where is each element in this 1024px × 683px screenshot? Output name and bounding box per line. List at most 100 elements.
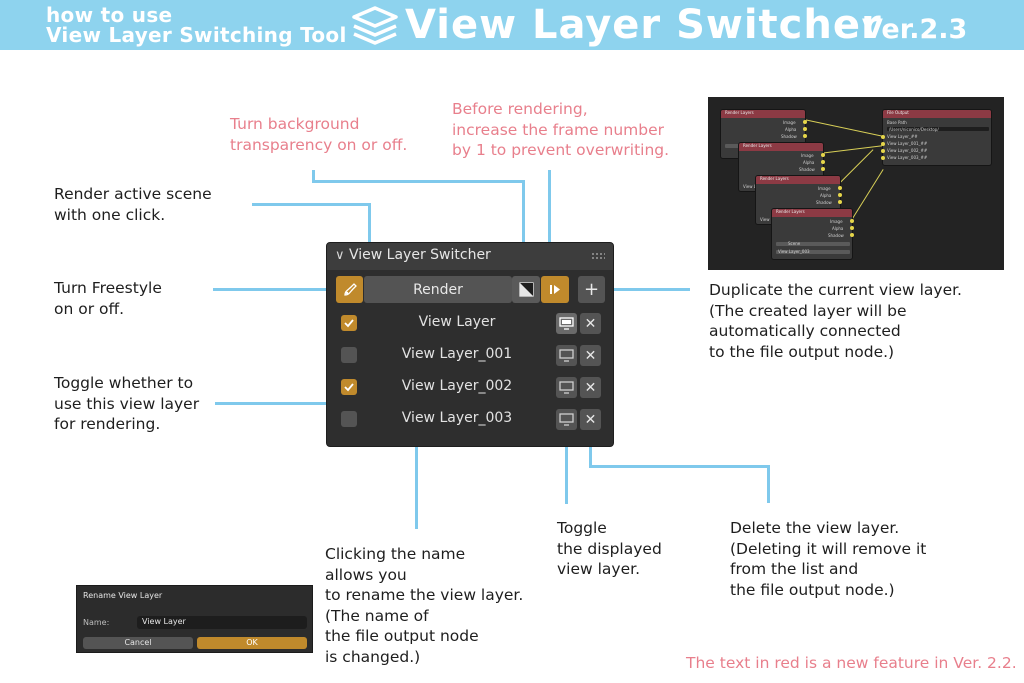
frame-increment-button[interactable] xyxy=(541,276,569,303)
note-frame-increment: Before rendering, increase the frame num… xyxy=(452,100,670,159)
layers-logo-icon xyxy=(352,6,398,45)
panel-header[interactable]: ∨ View Layer Switcher xyxy=(327,243,613,270)
node-socket xyxy=(850,226,854,230)
connector-render xyxy=(368,203,371,276)
node-field xyxy=(776,250,850,254)
close-icon: ✕ xyxy=(584,379,597,396)
node-scene-label: Scene xyxy=(788,241,801,246)
node-title: Render Layers xyxy=(743,143,772,148)
node-socket xyxy=(838,200,842,204)
node-socket xyxy=(803,134,807,138)
node-base-path-label: Base Path xyxy=(887,120,907,125)
node-socket xyxy=(821,167,825,171)
node-input-label: View Layer_001_## xyxy=(887,141,928,146)
node-socket xyxy=(850,219,854,223)
node-title: File Output xyxy=(887,110,909,115)
note-render: Render active scene with one click. xyxy=(54,185,212,224)
node-socket xyxy=(881,149,885,153)
use-for-render-checkbox[interactable] xyxy=(341,379,357,395)
dialog-ok-button[interactable]: OK xyxy=(197,637,307,649)
node-title: Render Layers xyxy=(760,176,789,181)
dialog-title: Rename View Layer xyxy=(83,591,163,600)
node-socket xyxy=(803,120,807,124)
delete-layer-button[interactable]: ✕ xyxy=(580,377,601,398)
node-field xyxy=(776,242,850,246)
connector-render xyxy=(252,203,370,206)
node-field xyxy=(887,127,989,131)
freestyle-toggle-button[interactable] xyxy=(336,276,363,303)
connector-delete xyxy=(589,432,592,468)
node-socket xyxy=(838,193,842,197)
frame-step-icon xyxy=(549,285,560,294)
close-icon: ✕ xyxy=(584,411,597,428)
node-wire xyxy=(803,119,886,138)
checkmark-icon xyxy=(344,383,354,392)
node-output-label: Shadow xyxy=(816,200,832,205)
node-wire xyxy=(836,149,874,187)
note-toggle-render: Toggle whether to use this view layer fo… xyxy=(54,374,200,433)
monitor-icon xyxy=(559,349,574,362)
node-title: Render Layers xyxy=(725,110,754,115)
display-layer-toggle[interactable] xyxy=(556,409,577,430)
header-version: Ver.2.3 xyxy=(862,14,968,45)
use-for-render-checkbox[interactable] xyxy=(341,411,357,427)
connector-rename xyxy=(415,447,418,529)
add-view-layer-button[interactable]: + xyxy=(578,276,605,303)
use-for-render-checkbox[interactable] xyxy=(341,347,357,363)
node-output-label: Shadow xyxy=(799,167,815,172)
note-duplicate: Duplicate the current view layer. (The c… xyxy=(709,281,962,361)
close-icon: ✕ xyxy=(584,315,597,332)
node-socket xyxy=(838,186,842,190)
transparency-toggle-button[interactable] xyxy=(512,276,540,303)
node-editor-screenshot: Render Layers Image Alpha Shadow View La… xyxy=(708,97,1004,270)
rename-view-layer-dialog: Rename View Layer Name: View Layer Cance… xyxy=(76,585,313,653)
node-socket xyxy=(821,153,825,157)
close-icon: ✕ xyxy=(584,347,597,364)
node-output-label: Image xyxy=(783,120,796,125)
node-output-label: Image xyxy=(801,153,814,158)
checkmark-icon xyxy=(344,319,354,328)
node-wire xyxy=(851,169,884,221)
connector-display xyxy=(565,432,568,504)
node-socket xyxy=(881,135,885,139)
note-toggle-display: Toggle the displayed view layer. xyxy=(557,519,662,578)
connector-delete xyxy=(589,465,770,468)
node-output-label: Alpha xyxy=(832,226,844,231)
monitor-icon xyxy=(559,381,574,394)
node-output-label: Shadow xyxy=(828,233,844,238)
view-layer-name[interactable]: View Layer_002 xyxy=(401,378,513,394)
note-freestyle: Turn Freestyle on or off. xyxy=(54,279,162,318)
view-layer-name[interactable]: View Layer xyxy=(418,314,496,330)
display-layer-toggle[interactable] xyxy=(556,313,577,334)
note-rename: Clicking the name allows you to rename t… xyxy=(325,545,524,666)
delete-layer-button[interactable]: ✕ xyxy=(580,345,601,366)
view-layer-name[interactable]: View Layer_003 xyxy=(401,410,513,426)
node-base-path-value: /Users/niconico/Desktop/ xyxy=(889,127,939,132)
dialog-name-input[interactable]: View Layer xyxy=(137,616,307,629)
drag-grip-icon[interactable] xyxy=(591,252,605,260)
panel-title: View Layer Switcher xyxy=(349,247,491,263)
node-output-label: Alpha xyxy=(820,193,832,198)
display-layer-toggle[interactable] xyxy=(556,377,577,398)
connector-transparency xyxy=(312,170,315,182)
header-banner xyxy=(0,0,1024,50)
dialog-cancel-button[interactable]: Cancel xyxy=(83,637,193,649)
connector-add xyxy=(605,288,690,291)
view-layer-name[interactable]: View Layer_001 xyxy=(401,346,513,362)
render-button[interactable]: Render xyxy=(364,276,512,303)
connector-delete xyxy=(767,465,770,503)
delete-layer-button[interactable]: ✕ xyxy=(580,409,601,430)
note-delete: Delete the view layer. (Deleting it will… xyxy=(730,519,927,599)
monitor-icon xyxy=(559,413,574,426)
node-output-label: Shadow xyxy=(781,134,797,139)
delete-layer-button[interactable]: ✕ xyxy=(580,313,601,334)
render-layers-node: Render Layers Image Alpha Shadow Scene V… xyxy=(771,208,854,260)
node-input-label: View Layer_002_## xyxy=(887,148,928,153)
use-for-render-checkbox[interactable] xyxy=(341,315,357,331)
connector-toggle-render xyxy=(215,402,333,405)
transparency-icon xyxy=(518,282,534,297)
display-layer-toggle[interactable] xyxy=(556,345,577,366)
node-layer-label: View Layer_003 xyxy=(778,249,810,254)
chevron-down-icon[interactable]: ∨ xyxy=(335,248,345,263)
note-transparency: Turn background transparency on or off. xyxy=(230,115,408,154)
